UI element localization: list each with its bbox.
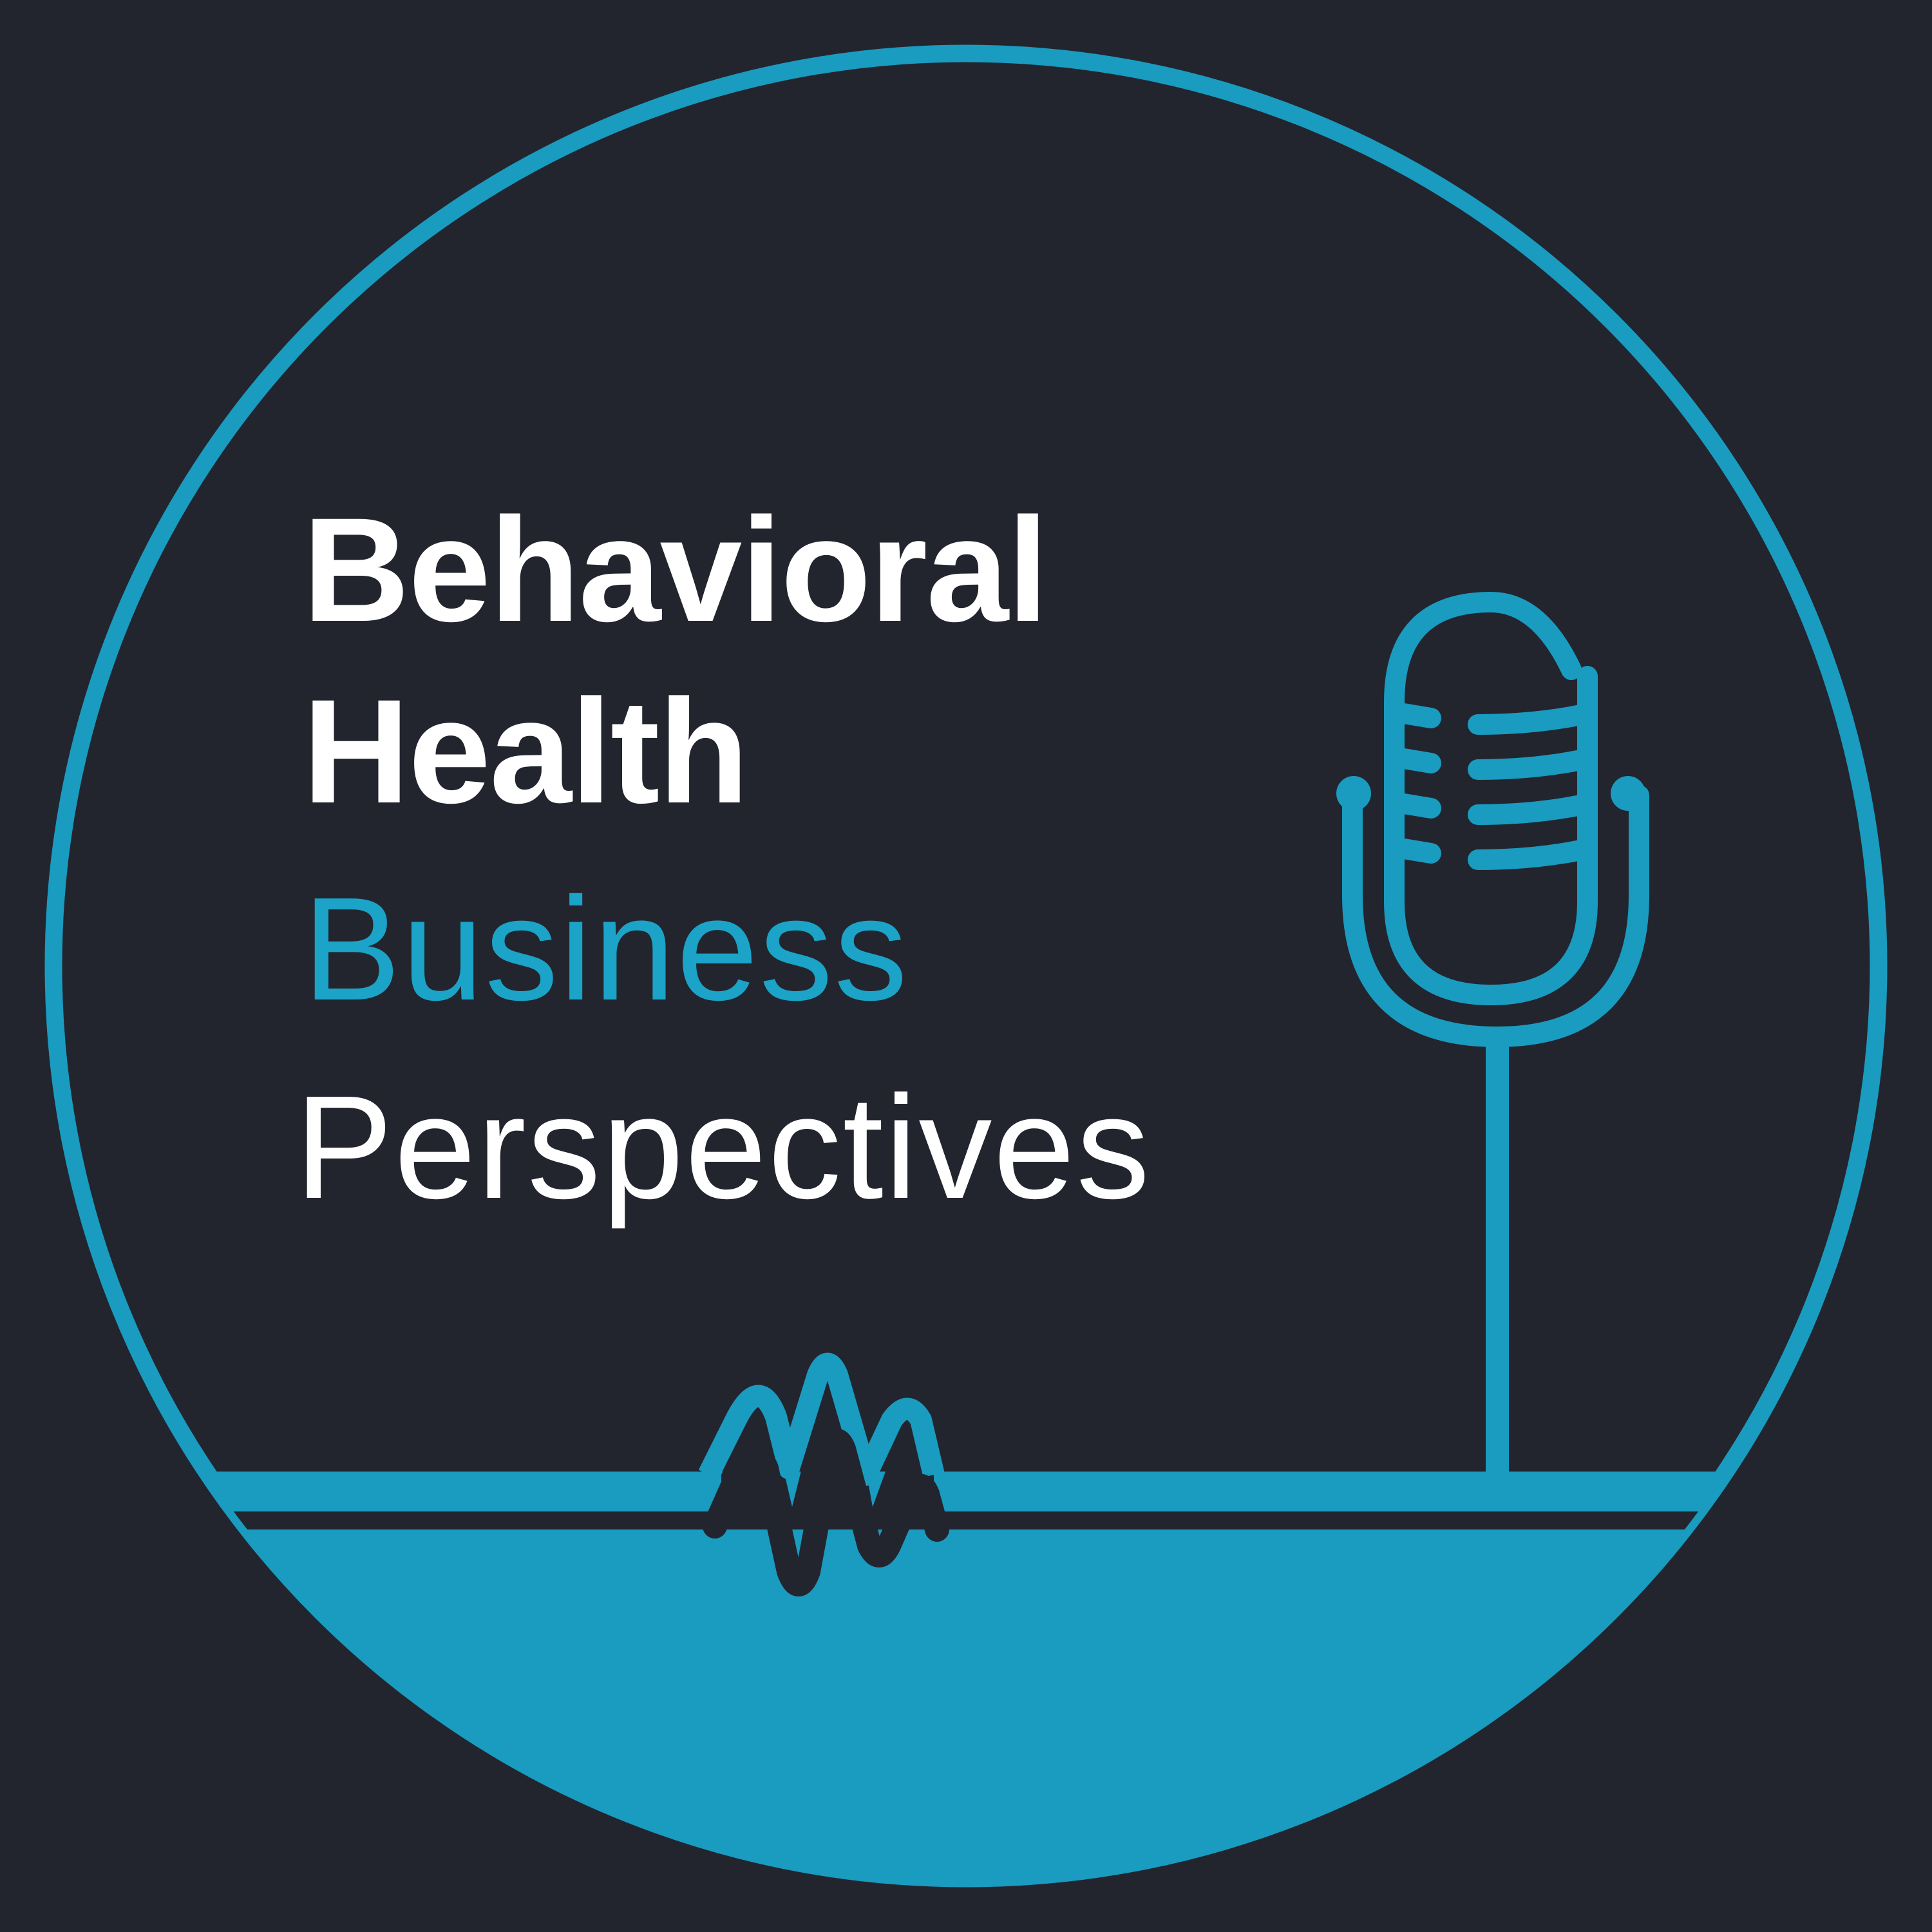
- title-line-business: Business: [303, 867, 909, 1031]
- title-line-health: Health: [303, 668, 749, 834]
- title-line-behavioral: Behavioral: [303, 487, 1048, 652]
- horizon: [53, 1472, 1879, 1879]
- title-line-perspectives: Perspectives: [295, 1066, 1151, 1229]
- microphone-icon: [1342, 591, 1649, 1475]
- mic-yoke-left-knob: [1336, 776, 1371, 811]
- mic-yoke-right-knob: [1611, 776, 1645, 811]
- soundwave-icon: [698, 1353, 949, 1596]
